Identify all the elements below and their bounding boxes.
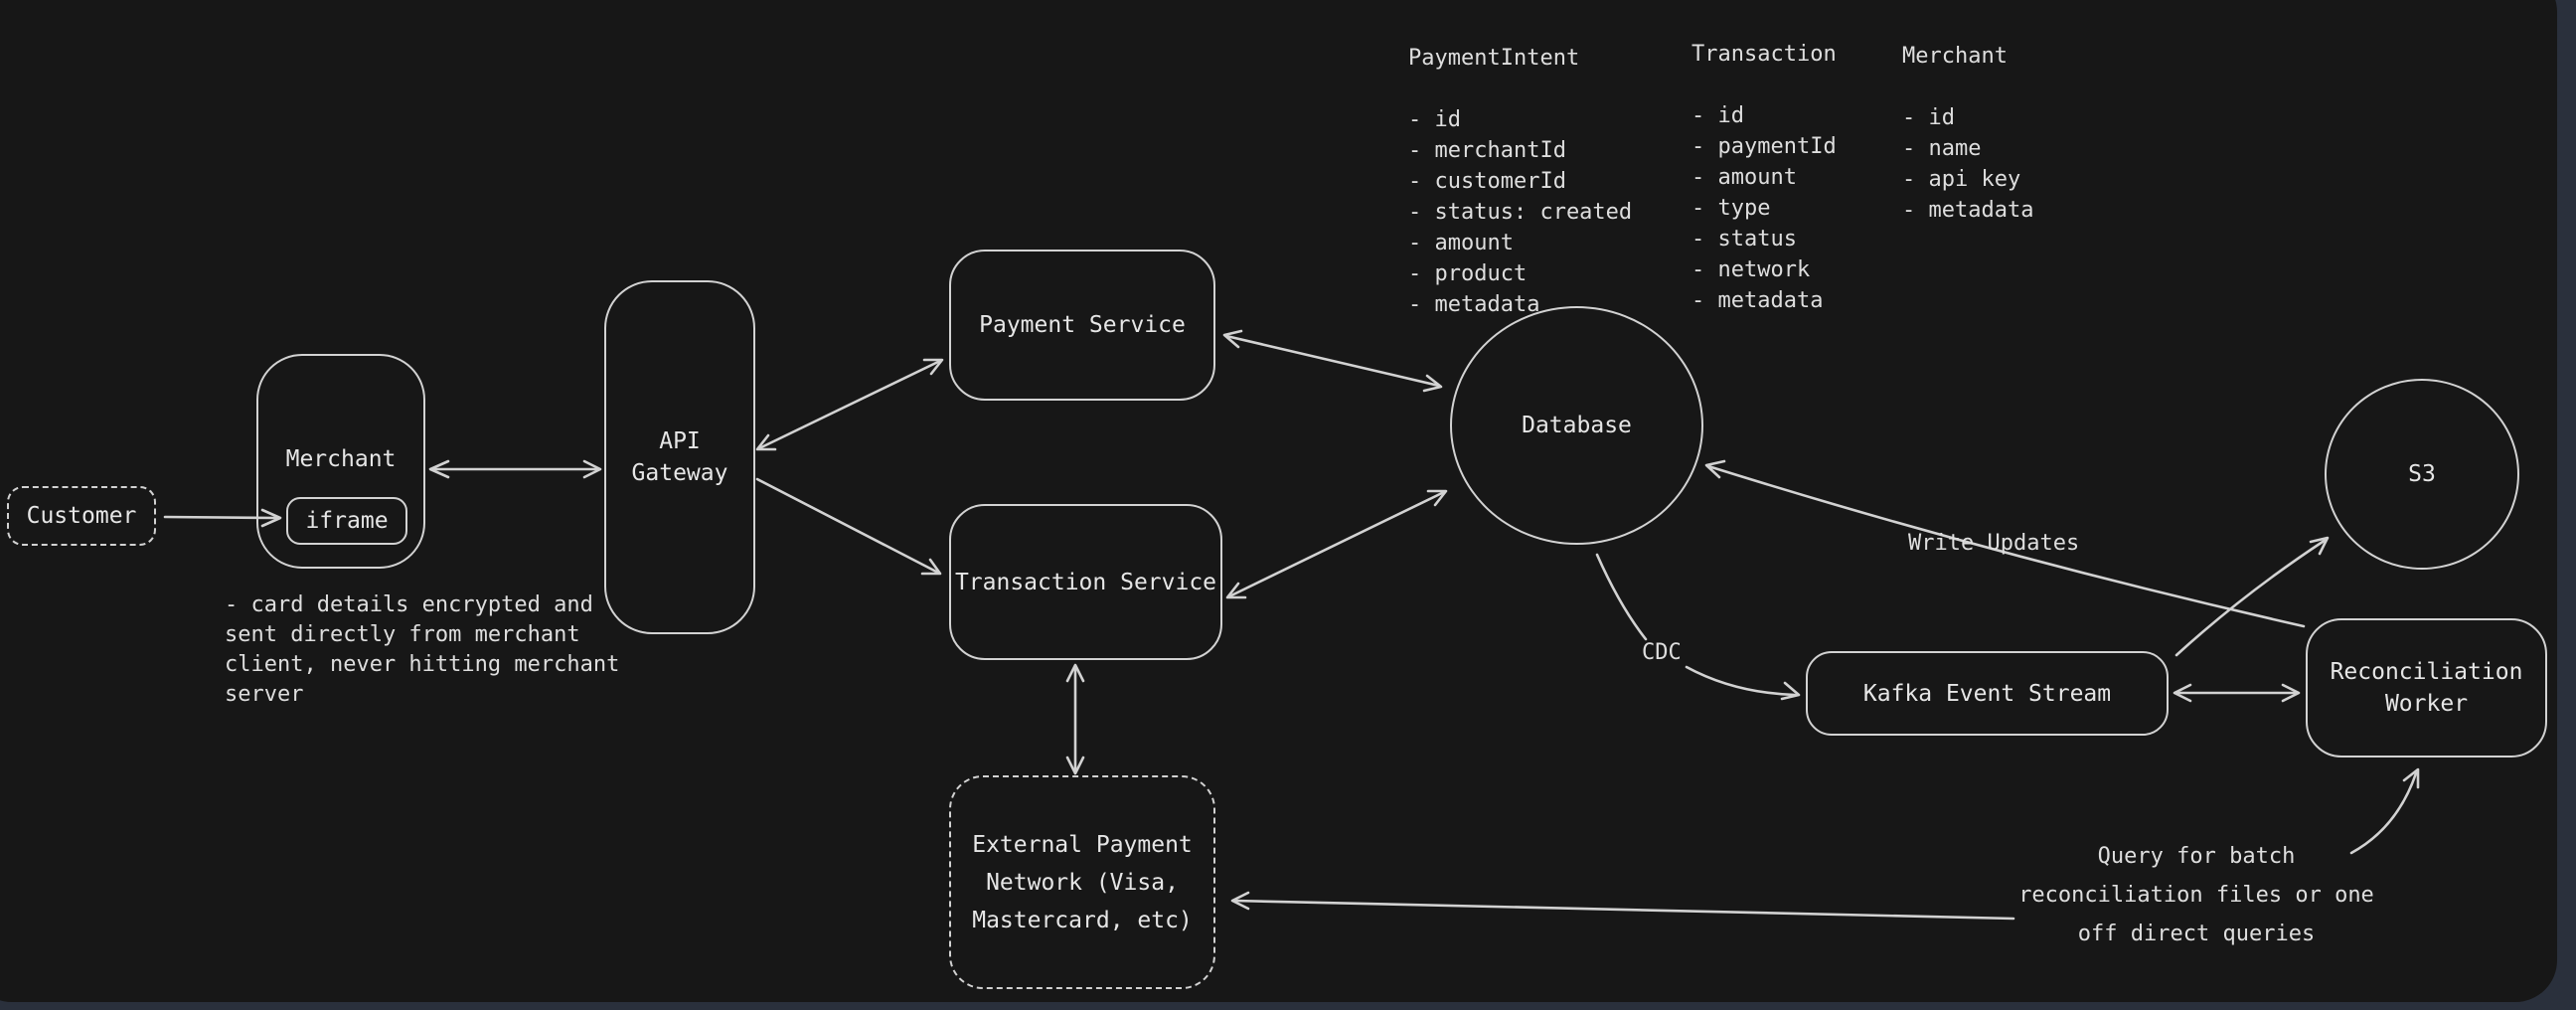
edge-transaction-service-external-network[interactable] — [1065, 663, 1085, 775]
edge-merchant-api-gateway[interactable] — [428, 459, 602, 479]
node-customer[interactable]: Customer — [7, 486, 156, 546]
edge-query-note-reconciliation-worker[interactable] — [2349, 767, 2420, 855]
edge-reconciliation-worker-external-network[interactable] — [1230, 891, 2015, 921]
edge-api-gateway-transaction-service[interactable] — [755, 477, 942, 576]
node-kafka-event-stream[interactable]: Kafka Event Stream — [1806, 651, 2169, 736]
node-reconciliation-worker[interactable]: Reconciliation Worker — [2306, 618, 2547, 758]
edge-kafka-reconciliation-worker[interactable] — [2173, 683, 2301, 703]
schema-transaction-title: Transaction — [1691, 42, 1837, 67]
edge-payment-service-database[interactable] — [1222, 329, 1443, 393]
label-write-updates[interactable]: Write Updates — [1908, 531, 2080, 556]
note-query-batch[interactable]: Query for batch reconciliation files or … — [2018, 844, 2374, 946]
node-s3-label: S3 — [2408, 461, 2436, 487]
node-payment-service-label: Payment Service — [979, 312, 1186, 338]
node-s3[interactable]: S3 — [2325, 379, 2519, 570]
node-external-payment-network-label: External Payment Network (Visa, Masterca… — [972, 831, 1193, 933]
node-database-label: Database — [1522, 413, 1632, 438]
schema-paymentintent-title: PaymentIntent — [1408, 46, 1580, 71]
schema-merchant-fields: - id - name - api key - metadata — [1902, 105, 2034, 223]
schema-paymentintent[interactable]: PaymentIntent - id - merchantId - custom… — [1408, 12, 1632, 351]
schema-transaction[interactable]: Transaction - id - paymentId - amount - … — [1691, 8, 1837, 347]
note-card-details[interactable]: - card details encrypted and sent direct… — [225, 592, 620, 707]
node-api-gateway[interactable]: API Gateway — [604, 280, 755, 634]
edge-reconciliation-worker-database-write-updates[interactable] — [1704, 459, 2306, 628]
schema-paymentintent-fields: - id - merchantId - customerId - status:… — [1408, 107, 1633, 317]
schema-merchant-title: Merchant — [1902, 44, 2008, 69]
node-iframe[interactable]: iframe — [286, 497, 407, 545]
node-iframe-label: iframe — [305, 508, 389, 534]
edge-transaction-service-database[interactable] — [1225, 489, 1448, 599]
node-kafka-event-stream-label: Kafka Event Stream — [1862, 680, 2112, 707]
node-merchant[interactable]: Merchant iframe — [256, 354, 425, 569]
edge-database-kafka-cdc[interactable] — [1595, 553, 1801, 701]
node-customer-label: Customer — [26, 503, 137, 529]
node-transaction-service[interactable]: Transaction Service — [949, 504, 1222, 660]
node-transaction-service-label: Transaction Service — [954, 569, 1217, 595]
node-merchant-label: Merchant — [285, 446, 397, 472]
edge-api-gateway-payment-service[interactable] — [755, 358, 944, 451]
node-external-payment-network[interactable]: External Payment Network (Visa, Masterca… — [949, 775, 1215, 989]
node-database[interactable]: Database — [1450, 306, 1703, 545]
node-reconciliation-worker-label: Reconciliation Worker — [2330, 659, 2523, 717]
node-payment-service[interactable]: Payment Service — [949, 250, 1215, 401]
schema-transaction-fields: - id - paymentId - amount - type - statu… — [1691, 103, 1837, 313]
label-cdc[interactable]: CDC — [1642, 640, 1682, 665]
node-api-gateway-label: API Gateway — [631, 428, 728, 486]
edge-kafka-s3[interactable] — [2174, 536, 2330, 657]
schema-merchant[interactable]: Merchant - id - name - api key - metadat… — [1902, 10, 2033, 256]
